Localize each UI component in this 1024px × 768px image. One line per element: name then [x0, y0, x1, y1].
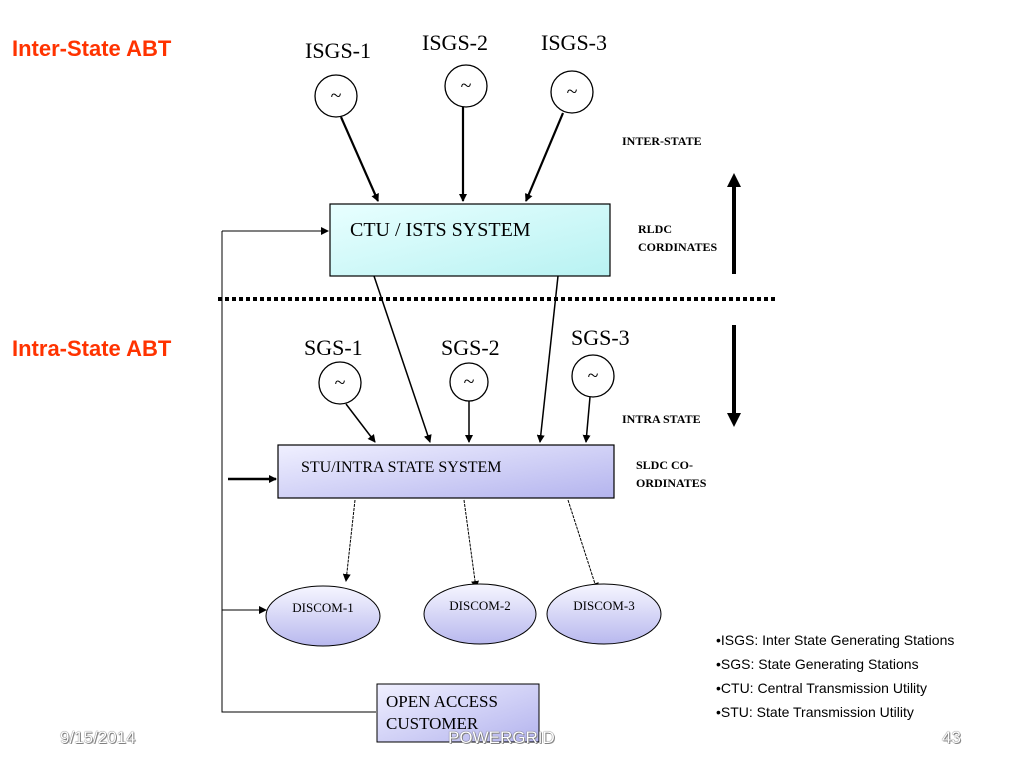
- legend-item-isgs: •ISGS: Inter State Generating Stations: [716, 632, 955, 648]
- discom-1-ellipse: [265, 585, 381, 647]
- ctu-to-stu-arrow-left: [373, 275, 432, 443]
- abbreviation-legend: •ISGS: Inter State Generating Stations •…: [716, 628, 954, 724]
- isgs-2-generator-icon: ~: [444, 64, 488, 108]
- sgs-2-label: SGS-2: [441, 335, 500, 360]
- inter-state-label: INTER-STATE: [622, 134, 702, 148]
- footer-date: 9/15/2014: [60, 728, 136, 747]
- svg-text:~: ~: [588, 365, 599, 387]
- discom-1-label: DISCOM-1: [292, 600, 353, 615]
- sldc-label: SLDC CO-: [636, 458, 693, 472]
- sgs-2-generator-icon: ~: [449, 362, 489, 402]
- ctu-ists-box: [329, 203, 611, 277]
- isgs-1-to-ctu-arrow: [339, 116, 380, 202]
- isgs-1-label: ISGS-1: [305, 38, 371, 63]
- footer-org: POWERGRID: [448, 728, 555, 747]
- svg-text:~: ~: [464, 371, 475, 393]
- svg-text:~: ~: [567, 81, 578, 103]
- isgs-3-label: ISGS-3: [541, 30, 607, 55]
- legend-item-sgs: •SGS: State Generating Stations: [716, 656, 919, 672]
- discom-3-label: DISCOM-3: [573, 598, 634, 613]
- inter-state-abt-title: Inter-State ABT: [12, 36, 172, 61]
- stu-to-discom-3-arrow: [567, 499, 599, 591]
- sgs-3-generator-icon: ~: [571, 354, 615, 398]
- legend-item-ctu: •CTU: Central Transmission Utility: [716, 680, 928, 696]
- svg-text:~: ~: [335, 372, 346, 394]
- sldc-ordinates-label: ORDINATES: [636, 476, 707, 490]
- stu-to-discom-1-arrow: [342, 499, 356, 582]
- stu-to-discom-2-arrow: [463, 499, 480, 589]
- rldc-label: RLDC: [638, 222, 672, 236]
- rldc-cordinates-label: CORDINATES: [638, 240, 717, 254]
- sgs-1-label: SGS-1: [304, 335, 363, 360]
- intra-state-abt-title: Intra-State ABT: [12, 336, 172, 361]
- isgs-2-label: ISGS-2: [422, 30, 488, 55]
- open-access-label-line-2: CUSTOMER: [386, 714, 479, 733]
- sgs-1-generator-icon: ~: [318, 361, 362, 405]
- stu-intra-state-label: STU/INTRA STATE SYSTEM: [301, 459, 502, 476]
- footer-page-number: 43: [942, 728, 961, 747]
- isgs-3-to-ctu-arrow: [524, 112, 565, 202]
- intra-state-label: INTRA STATE: [622, 412, 701, 426]
- stu-intra-state-box: [277, 444, 615, 499]
- discom-2-label: DISCOM-2: [449, 598, 510, 613]
- ctu-to-stu-arrow-right: [536, 275, 559, 443]
- feedback-loop-line: [221, 231, 376, 713]
- open-access-customer-box: [376, 683, 540, 743]
- svg-text:~: ~: [461, 75, 472, 97]
- legend-item-stu: •STU: State Transmission Utility: [716, 704, 914, 720]
- sgs-1-to-stu-arrow: [345, 403, 376, 443]
- discom-2-ellipse: [423, 583, 537, 645]
- open-access-label-line-1: OPEN ACCESS: [386, 692, 498, 711]
- isgs-1-generator-icon: ~: [314, 74, 358, 118]
- discom-3-ellipse: [546, 583, 662, 645]
- svg-text:~: ~: [331, 85, 342, 107]
- ctu-ists-label: CTU / ISTS SYSTEM: [350, 219, 531, 241]
- sgs-3-label: SGS-3: [571, 325, 630, 350]
- sgs-3-to-stu-arrow: [582, 396, 591, 443]
- isgs-3-generator-icon: ~: [550, 70, 594, 114]
